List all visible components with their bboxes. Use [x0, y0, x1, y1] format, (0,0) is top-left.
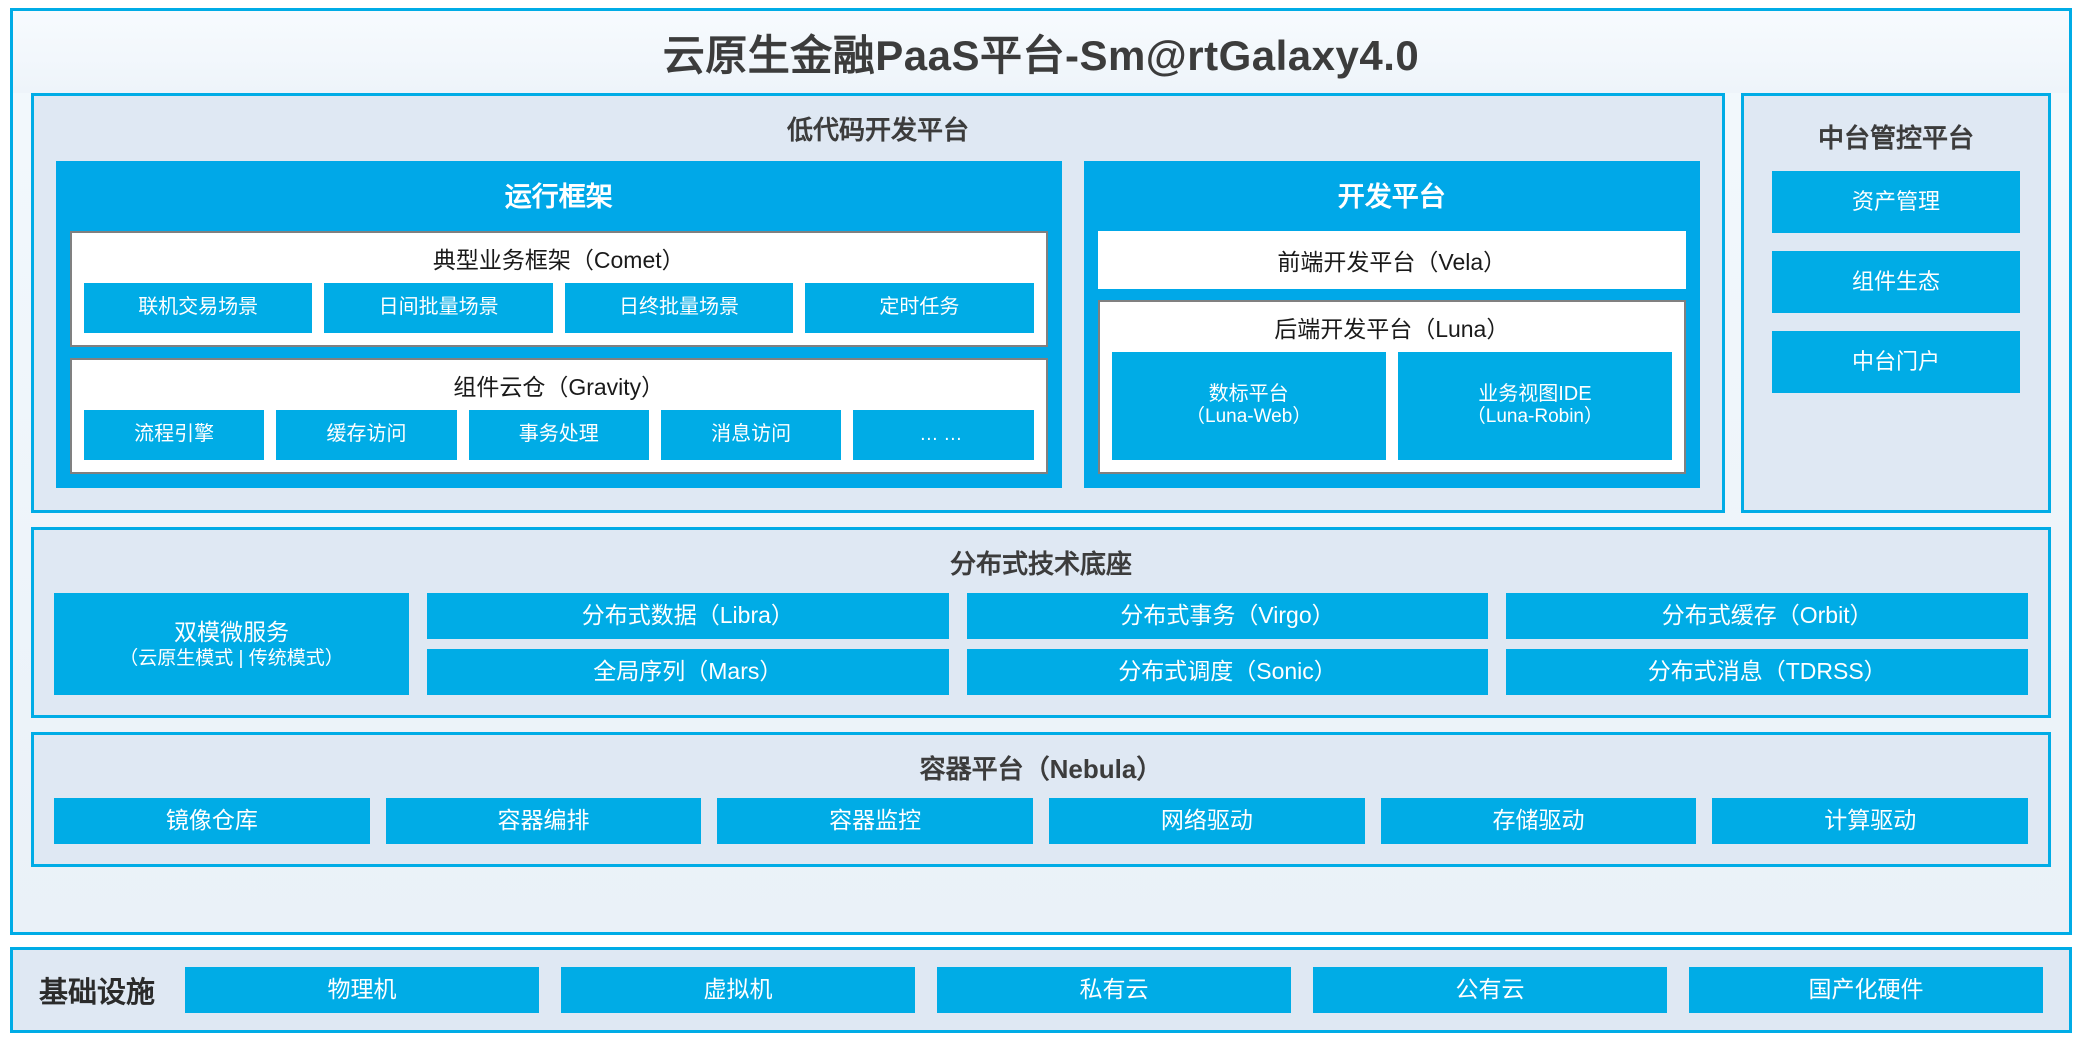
chip-dual-mode-microservice[interactable]: 双模微服务 （云原生模式 | 传统模式）	[54, 593, 409, 695]
luna-robin-code: （Luna-Robin）	[1466, 406, 1604, 428]
gravity-items: 流程引擎 缓存访问 事务处理 消息访问 ……	[84, 410, 1034, 460]
chip-image-registry[interactable]: 镜像仓库	[54, 798, 370, 844]
chip-virtual-machine[interactable]: 虚拟机	[561, 967, 916, 1013]
backend-platform-title: 后端开发平台（Luna）	[1274, 316, 1510, 342]
group-comet: 典型业务框架（Comet） 联机交易场景 日间批量场景 日终批量场景 定时任务	[70, 231, 1048, 347]
chip-domestic-hardware[interactable]: 国产化硬件	[1689, 967, 2044, 1013]
chip-compute-driver[interactable]: 计算驱动	[1712, 798, 2029, 844]
infrastructure-label: 基础设施	[39, 977, 156, 1009]
tech-base-title: 分布式技术底座	[949, 549, 1132, 579]
tech-base-column-1: 分布式数据（Libra） 全局序列（Mars）	[427, 593, 949, 695]
panel-container-platform: 容器平台（Nebula） 镜像仓库 容器编排 容器监控 网络驱动 存储驱动 计算…	[31, 732, 2051, 867]
lowcode-platform-body: 运行框架 典型业务框架（Comet） 联机交易场景 日间批量场景 日终批量场景 …	[34, 157, 1722, 510]
infrastructure-items: 物理机 虚拟机 私有云 公有云 国产化硬件	[185, 967, 2044, 1013]
chip-gravity-more[interactable]: ……	[853, 410, 1034, 460]
tech-base-wide-column: 双模微服务 （云原生模式 | 传统模式）	[54, 593, 409, 695]
chip-network-driver[interactable]: 网络驱动	[1049, 798, 1365, 844]
chip-midplatform-portal[interactable]: 中台门户	[1772, 331, 2020, 393]
title-bar: 云原生金融PaaS平台-Sm@rtGalaxy4.0	[13, 11, 2069, 93]
chip-component-ecosystem[interactable]: 组件生态	[1772, 251, 2020, 313]
panel-tech-base: 分布式技术底座 双模微服务 （云原生模式 | 传统模式） 分布式数据（Libra…	[31, 527, 2051, 718]
gravity-title: 组件云仓（Gravity）	[453, 374, 665, 400]
chip-container-monitoring[interactable]: 容器监控	[717, 798, 1034, 844]
group-gravity: 组件云仓（Gravity） 流程引擎 缓存访问 事务处理 消息访问 ……	[70, 358, 1048, 474]
chip-global-sequence[interactable]: 全局序列（Mars）	[427, 649, 949, 695]
chip-distributed-cache[interactable]: 分布式缓存（Orbit）	[1506, 593, 2029, 639]
backend-platform-items: 数标平台 （Luna-Web） 业务视图IDE （Luna-Robin）	[1111, 352, 1673, 460]
luna-web-code: （Luna-Web）	[1186, 406, 1312, 428]
chip-physical-machine[interactable]: 物理机	[185, 967, 540, 1013]
chip-storage-driver[interactable]: 存储驱动	[1380, 798, 1697, 844]
lowcode-platform-title: 低代码开发平台	[786, 115, 969, 145]
chip-comet-item[interactable]: 联机交易场景	[84, 283, 313, 333]
main-frame: 云原生金融PaaS平台-Sm@rtGalaxy4.0 低代码开发平台 运行框架 …	[10, 8, 2072, 935]
run-framework-title: 运行框架	[504, 182, 613, 212]
dual-mode-sub: （云原生模式 | 传统模式）	[119, 648, 344, 670]
container-platform-title: 容器平台（Nebula）	[919, 754, 1163, 784]
body-area: 低代码开发平台 运行框架 典型业务框架（Comet） 联机交易场景 日间批量场景…	[13, 93, 2069, 918]
panel-midplatform: 中台管控平台 资产管理 组件生态 中台门户	[1741, 93, 2051, 513]
chip-gravity-item[interactable]: 消息访问	[660, 410, 842, 460]
chip-distributed-transaction[interactable]: 分布式事务（Virgo）	[966, 593, 1489, 639]
group-backend-platform: 后端开发平台（Luna） 数标平台 （Luna-Web）	[1097, 300, 1686, 474]
luna-robin-name: 业务视图IDE	[1478, 382, 1592, 405]
midplatform-title: 中台管控平台	[1817, 123, 1974, 153]
midplatform-items: 资产管理 组件生态 中台门户	[1744, 165, 2048, 496]
chip-container-orchestration[interactable]: 容器编排	[385, 798, 702, 844]
top-row: 低代码开发平台 运行框架 典型业务框架（Comet） 联机交易场景 日间批量场景…	[31, 93, 2051, 513]
dev-platform-title: 开发平台	[1337, 182, 1446, 212]
comet-items: 联机交易场景 日间批量场景 日终批量场景 定时任务	[84, 283, 1034, 333]
panel-infrastructure: 基础设施 物理机 虚拟机 私有云 公有云 国产化硬件	[10, 947, 2072, 1033]
chip-luna-robin[interactable]: 业务视图IDE （Luna-Robin）	[1397, 352, 1673, 460]
page-title: 云原生金融PaaS平台-Sm@rtGalaxy4.0	[662, 31, 1420, 79]
dual-mode-name: 双模微服务	[174, 619, 289, 646]
item-frontend-platform[interactable]: 前端开发平台（Vela）	[1097, 231, 1686, 289]
container-platform-items: 镜像仓库 容器编排 容器监控 网络驱动 存储驱动 计算驱动	[34, 796, 2048, 864]
chip-public-cloud[interactable]: 公有云	[1313, 967, 1668, 1013]
chip-distributed-message[interactable]: 分布式消息（TDRSS）	[1506, 649, 2029, 695]
chip-gravity-item[interactable]: 流程引擎	[84, 410, 265, 460]
tech-base-column-2: 分布式事务（Virgo） 分布式调度（Sonic）	[966, 593, 1489, 695]
chip-comet-item[interactable]: 定时任务	[805, 283, 1034, 333]
card-dev-platform: 开发平台 前端开发平台（Vela） 后端开发平台（Luna） 数标平台 （Lun…	[1083, 161, 1700, 488]
chip-luna-web[interactable]: 数标平台 （Luna-Web）	[1111, 352, 1386, 460]
chip-distributed-scheduling[interactable]: 分布式调度（Sonic）	[966, 649, 1489, 695]
chip-comet-item[interactable]: 日间批量场景	[324, 283, 553, 333]
chip-gravity-item[interactable]: 缓存访问	[276, 410, 457, 460]
chip-comet-item[interactable]: 日终批量场景	[564, 283, 794, 333]
tech-base-body: 双模微服务 （云原生模式 | 传统模式） 分布式数据（Libra） 全局序列（M…	[34, 591, 2048, 715]
chip-gravity-item[interactable]: 事务处理	[468, 410, 649, 460]
chip-private-cloud[interactable]: 私有云	[937, 967, 1292, 1013]
tech-base-column-3: 分布式缓存（Orbit） 分布式消息（TDRSS）	[1506, 593, 2029, 695]
luna-web-name: 数标平台	[1208, 382, 1289, 405]
chip-distributed-data[interactable]: 分布式数据（Libra）	[427, 593, 949, 639]
card-run-framework: 运行框架 典型业务框架（Comet） 联机交易场景 日间批量场景 日终批量场景 …	[56, 161, 1062, 488]
panel-lowcode-platform: 低代码开发平台 运行框架 典型业务框架（Comet） 联机交易场景 日间批量场景…	[31, 93, 1725, 513]
comet-title: 典型业务框架（Comet）	[432, 247, 685, 273]
chip-asset-management[interactable]: 资产管理	[1772, 171, 2020, 233]
